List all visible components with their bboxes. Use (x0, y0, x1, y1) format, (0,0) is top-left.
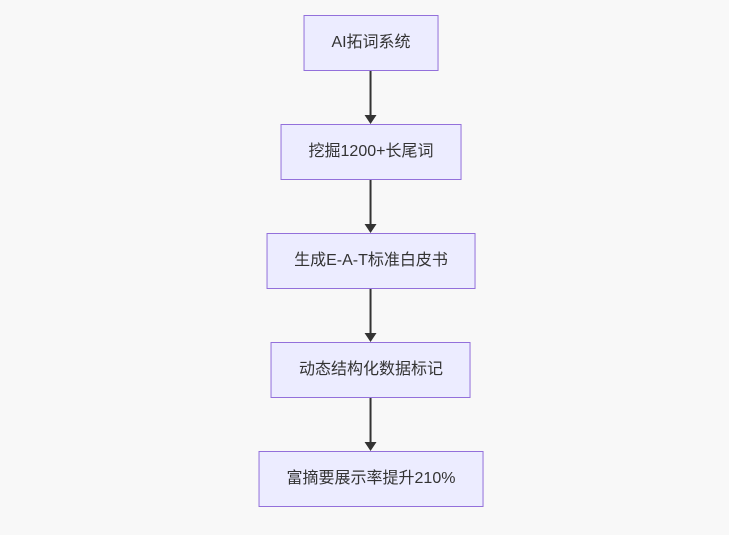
flowchart-column: AI拓词系统 挖掘1200+长尾词 生成E-A-T标准白皮书 动态结构化数据标记 (258, 15, 484, 507)
flow-node-eat-whitepaper: 生成E-A-T标准白皮书 (266, 233, 476, 289)
flow-node-label: 动态结构化数据标记 (298, 361, 443, 378)
arrow-down-connector (365, 71, 377, 124)
flow-node-label: 挖掘1200+长尾词 (308, 143, 434, 160)
flow-node-longtail-words: 挖掘1200+长尾词 (280, 124, 462, 180)
arrow-down-connector (365, 180, 377, 233)
flow-node-structured-data: 动态结构化数据标记 (270, 342, 471, 398)
arrow-line (370, 398, 372, 442)
arrow-down-connector (365, 289, 377, 342)
flow-node-rich-snippet-result: 富摘要展示率提升210% (258, 451, 484, 507)
arrow-line (370, 71, 372, 115)
arrowhead-icon (365, 115, 377, 124)
flow-node-label: 生成E-A-T标准白皮书 (294, 252, 448, 269)
arrowhead-icon (365, 224, 377, 233)
arrow-down-connector (365, 398, 377, 451)
flow-node-label: AI拓词系统 (331, 34, 411, 51)
arrowhead-icon (365, 333, 377, 342)
arrowhead-icon (365, 442, 377, 451)
flow-node-ai-word-system: AI拓词系统 (303, 15, 439, 71)
flow-node-label: 富摘要展示率提升210% (286, 470, 456, 487)
arrow-line (370, 289, 372, 333)
arrow-line (370, 180, 372, 224)
